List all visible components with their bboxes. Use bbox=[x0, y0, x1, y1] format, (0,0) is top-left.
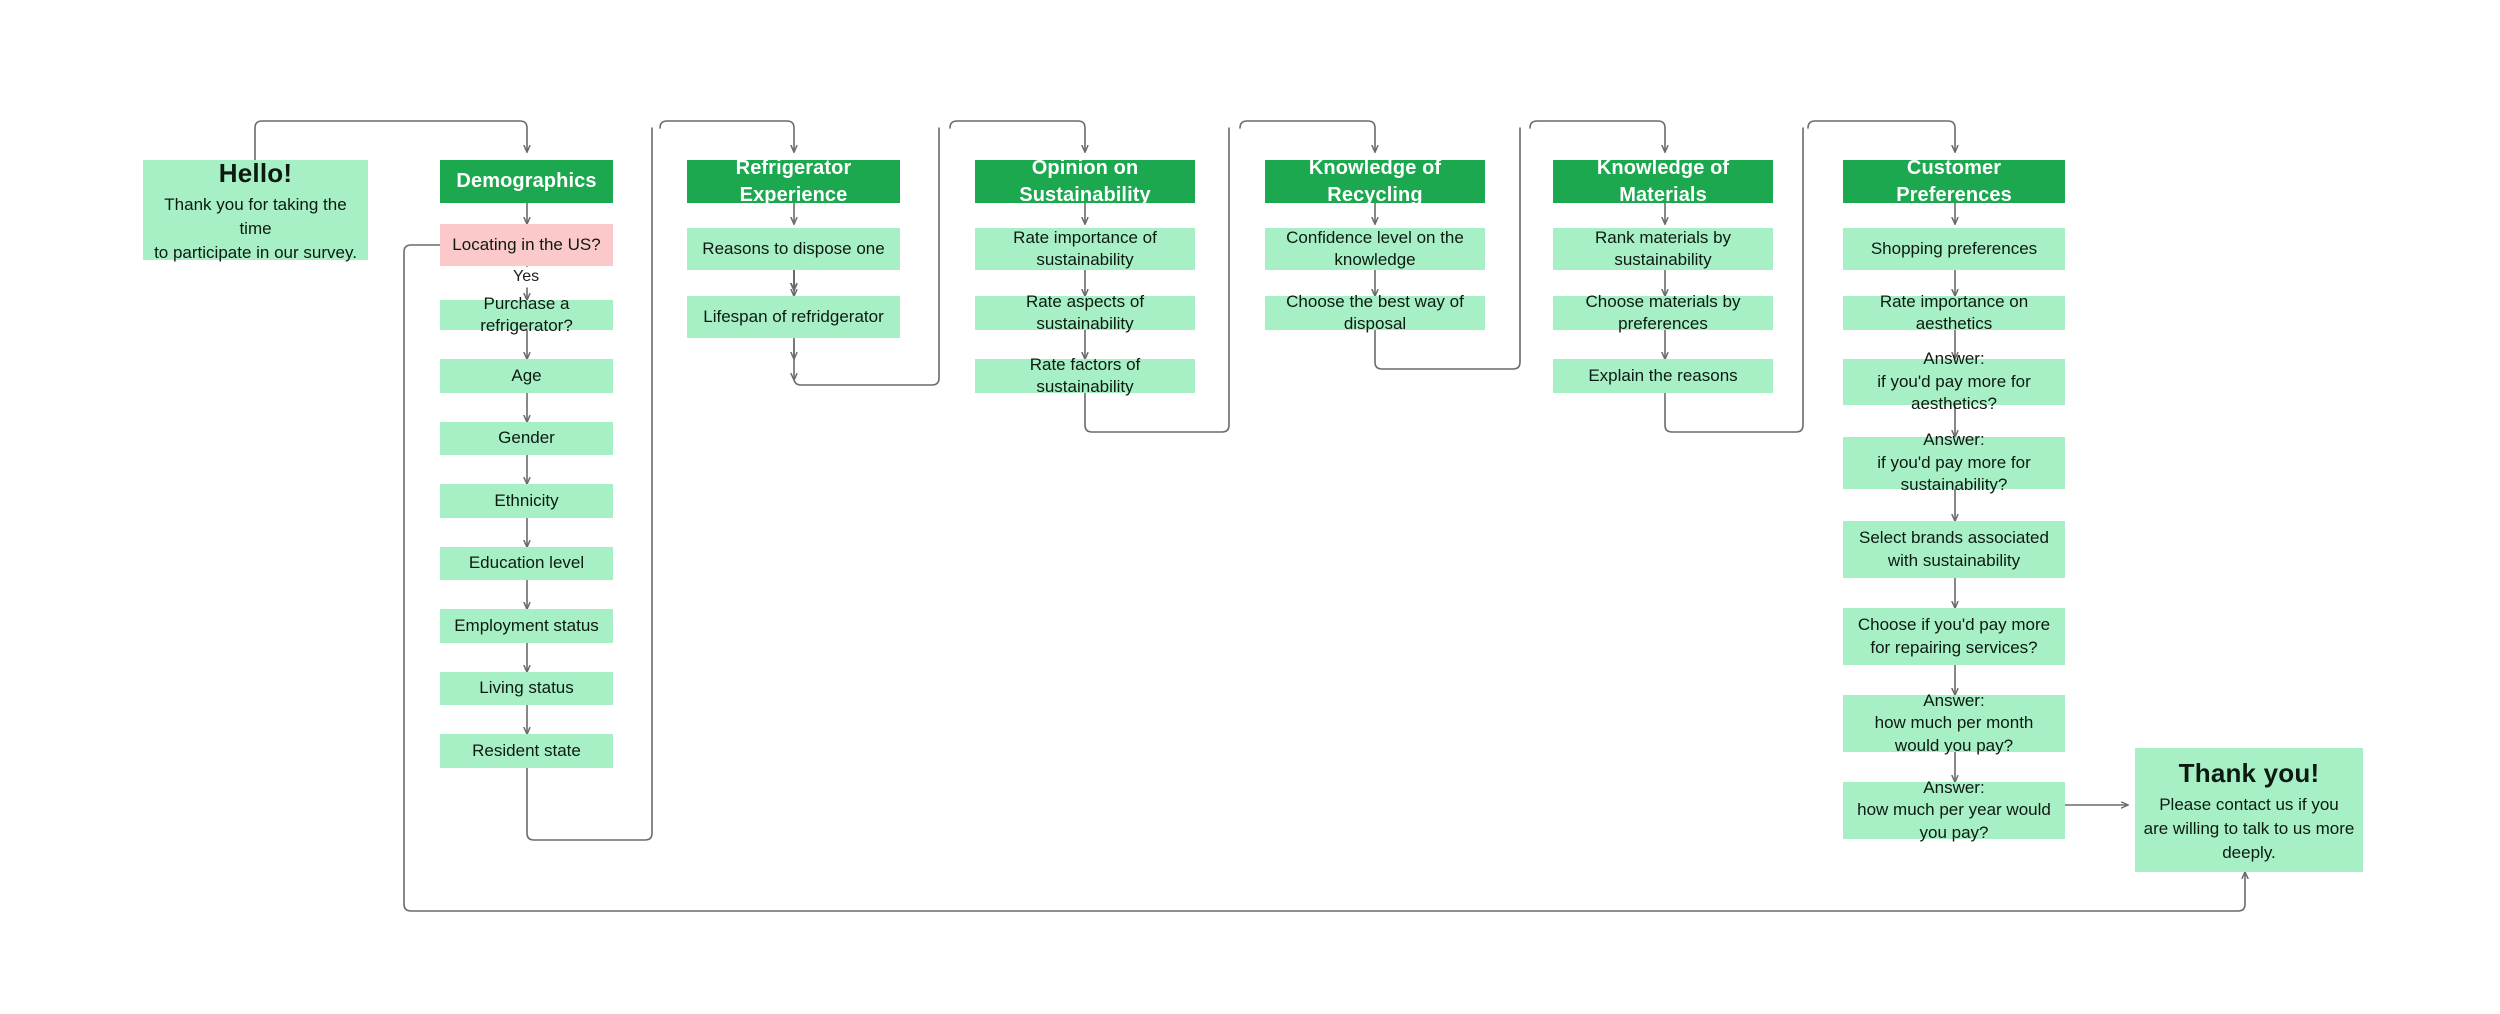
node-choose-materials-by-preferences[interactable]: Choose materials by preferences bbox=[1553, 292, 1773, 333]
node-answer-pay-more-sustainability[interactable]: Answer: if you'd pay more for sustainabi… bbox=[1843, 430, 2065, 494]
node-choose-pay-more-repairing-services[interactable]: Choose if you'd pay more for repairing s… bbox=[1843, 608, 2065, 665]
node-purchase-a-refrigerator[interactable]: Purchase a refrigerator? bbox=[440, 294, 613, 335]
node-age[interactable]: Age bbox=[440, 359, 613, 393]
node-lifespan-of-refrigerator[interactable]: Lifespan of refridgerator bbox=[687, 296, 900, 338]
node-answer-how-much-per-year[interactable]: Answer: how much per year would you pay? bbox=[1843, 778, 2065, 842]
column-header-knowledge-of-recycling[interactable]: Knowledge of Recycling bbox=[1265, 157, 1485, 206]
node-resident-state[interactable]: Resident state bbox=[440, 734, 613, 768]
start-line-1: Thank you for taking the time bbox=[164, 194, 347, 238]
start-line-2: to participate in our survey. bbox=[154, 242, 357, 262]
node-answer-how-much-per-month[interactable]: Answer: how much per month would you pay… bbox=[1843, 691, 2065, 755]
node-employment-status[interactable]: Employment status bbox=[440, 609, 613, 643]
node-locating-in-the-us[interactable]: Locating in the US? bbox=[440, 224, 613, 266]
column-header-knowledge-of-materials[interactable]: Knowledge of Materials bbox=[1553, 157, 1773, 206]
end-node: Thank you! Please contact us if you are … bbox=[2135, 748, 2363, 872]
node-choose-the-best-way-of-disposal[interactable]: Choose the best way of disposal bbox=[1265, 292, 1485, 333]
column-header-refrigerator-experience[interactable]: Refrigerator Experience bbox=[687, 157, 900, 206]
node-education-level[interactable]: Education level bbox=[440, 547, 613, 580]
column-header-opinion-on-sustainability[interactable]: Opinion on Sustainability bbox=[975, 157, 1195, 206]
start-node: Hello! Thank you for taking the time to … bbox=[143, 158, 368, 262]
node-ethnicity[interactable]: Ethnicity bbox=[440, 484, 613, 518]
node-answer-pay-more-aesthetics[interactable]: Answer: if you'd pay more for aesthetics… bbox=[1843, 349, 2065, 413]
node-select-brands-associated-with-sustainability[interactable]: Select brands associated with sustainabi… bbox=[1843, 521, 2065, 578]
end-line-1: Please contact us if you bbox=[2159, 794, 2339, 814]
node-rank-materials-by-sustainability[interactable]: Rank materials by sustainability bbox=[1553, 228, 1773, 270]
column-header-demographics[interactable]: Demographics bbox=[440, 160, 613, 203]
column-header-customer-preferences[interactable]: Customer Preferences bbox=[1843, 157, 2065, 206]
end-line-2: are willing to talk to us more deeply. bbox=[2143, 818, 2355, 862]
start-title: Hello! bbox=[218, 157, 293, 188]
node-rate-importance-on-aesthetics[interactable]: Rate importance on aesthetics bbox=[1843, 292, 2065, 333]
node-gender[interactable]: Gender bbox=[440, 422, 613, 455]
edge-label-yes: Yes bbox=[510, 268, 543, 286]
end-title: Thank you! bbox=[2178, 757, 2320, 788]
node-explain-the-reasons[interactable]: Explain the reasons bbox=[1553, 359, 1773, 393]
node-rate-factors-of-sustainability[interactable]: Rate factors of sustainability bbox=[975, 355, 1195, 396]
node-rate-importance-of-sustainability[interactable]: Rate importance of sustainability bbox=[975, 228, 1195, 270]
node-living-status[interactable]: Living status bbox=[440, 672, 613, 705]
node-confidence-level-on-the-knowledge[interactable]: Confidence level on the knowledge bbox=[1265, 228, 1485, 270]
node-shopping-preferences[interactable]: Shopping preferences bbox=[1843, 228, 2065, 270]
node-reasons-to-dispose-one[interactable]: Reasons to dispose one bbox=[687, 228, 900, 270]
node-rate-aspects-of-sustainability[interactable]: Rate aspects of sustainability bbox=[975, 292, 1195, 333]
